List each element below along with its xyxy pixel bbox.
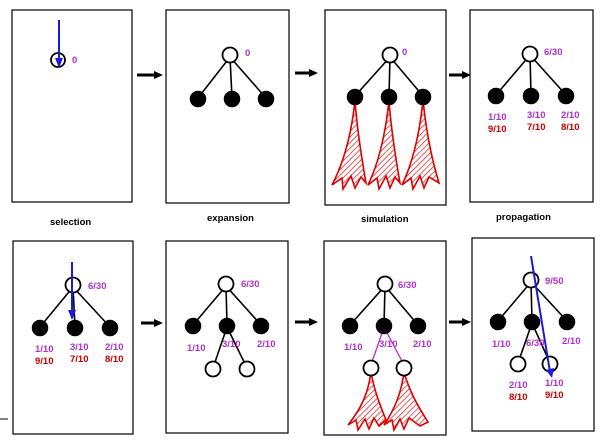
root-value-label: 6/30 — [544, 47, 563, 58]
panel-expansion: 0 — [165, 9, 290, 204]
simulation-rollout — [367, 99, 402, 192]
child-node — [218, 317, 236, 335]
step-arrow — [137, 71, 163, 79]
child-node — [489, 313, 507, 331]
child-value-label: 3/10 — [527, 110, 546, 121]
simulation-rollout — [347, 371, 387, 433]
root-value-label: 6/30 — [88, 281, 107, 292]
child-value-label: 1/10 — [488, 112, 507, 123]
child-value-label: 2/10 — [562, 336, 581, 347]
child-node — [189, 90, 207, 108]
child-node — [522, 87, 540, 105]
child-value-label: 3/10 — [379, 339, 398, 350]
step-label-expansion: expansion — [207, 213, 254, 224]
root-node — [221, 46, 239, 64]
panel-frame — [469, 9, 594, 203]
grandchild-value-label: 1/10 — [545, 378, 564, 389]
selection-arrowhead — [55, 58, 63, 68]
child-value-label: 1/10 — [492, 339, 511, 350]
child-node — [341, 317, 359, 335]
child-node — [101, 319, 119, 337]
child-value-label: 1/10 — [344, 342, 363, 353]
child-node — [557, 87, 575, 105]
step-arrow — [295, 318, 318, 326]
panel-propagation-2: 9/50 1/10 6/30 2/10 2/10 8/10 1/10 9/10 — [471, 237, 595, 432]
simulation-rollout — [383, 371, 430, 433]
panel-selection: 0 — [11, 9, 133, 203]
selection-arrow — [530, 255, 551, 373]
child-value-label: 3/10 — [222, 339, 241, 350]
child-win-label: 8/10 — [561, 122, 580, 133]
root-value-label: 0 — [245, 48, 250, 59]
child-value-label: 6/30 — [526, 338, 545, 349]
child-win-label: 7/10 — [527, 122, 546, 133]
selection-arrowhead — [68, 310, 76, 320]
child-node — [66, 319, 84, 337]
root-value-label: 6/30 — [398, 280, 417, 291]
child-win-label: 9/10 — [35, 356, 54, 367]
child-node — [487, 87, 505, 105]
root-node — [381, 46, 399, 64]
selection-arrowhead — [546, 368, 554, 378]
step-arrow — [295, 69, 318, 77]
root-value-label: 0 — [72, 55, 77, 66]
root-value-label: 9/50 — [545, 276, 564, 287]
panel-frame — [323, 240, 447, 436]
grandchild-win-label: 9/10 — [545, 390, 564, 401]
child-value-label: 3/10 — [70, 342, 89, 353]
grandchild-node — [238, 360, 256, 378]
child-node — [223, 90, 241, 108]
panel-selection-2: 6/30 1/10 9/10 3/10 7/10 2/10 8/10 — [12, 240, 134, 435]
step-arrow — [449, 318, 471, 326]
child-node — [414, 88, 432, 106]
panel-simulation: 0 — [324, 9, 447, 206]
step-label-simulation: simulation — [361, 214, 409, 225]
child-value-label: 2/10 — [413, 339, 432, 350]
simulation-rollout — [401, 99, 441, 192]
child-node — [257, 90, 275, 108]
simulation-rollout — [331, 99, 368, 192]
root-value-label: 6/30 — [241, 279, 260, 290]
child-value-label: 2/10 — [105, 342, 124, 353]
root-node — [521, 45, 539, 63]
child-value-label: 1/10 — [35, 344, 54, 355]
panel-expansion-2: 6/30 1/10 3/10 2/10 — [165, 240, 289, 434]
child-node — [375, 317, 393, 335]
root-node — [217, 275, 235, 293]
grandchild-node — [509, 355, 527, 373]
panel-frame — [11, 9, 133, 203]
panel-frame — [165, 240, 289, 434]
grandchild-node — [204, 360, 222, 378]
grandchild-node — [395, 359, 413, 377]
child-win-label: 8/10 — [105, 354, 124, 365]
child-win-label: 7/10 — [70, 354, 89, 365]
child-win-label: 9/10 — [488, 124, 507, 135]
child-node — [31, 319, 49, 337]
grandchild-node — [362, 359, 380, 377]
child-node — [252, 317, 270, 335]
child-node — [523, 313, 541, 331]
child-node — [409, 317, 427, 335]
step-arrow — [449, 71, 471, 79]
child-node — [558, 313, 576, 331]
root-value-label: 0 — [402, 47, 407, 58]
root-node — [376, 275, 394, 293]
panel-frame — [165, 9, 290, 204]
grandchild-win-label: 8/10 — [509, 392, 528, 403]
step-label-selection: selection — [50, 217, 91, 228]
step-label-propagation: propagation — [496, 212, 551, 223]
step-arrow — [141, 319, 163, 327]
grandchild-value-label: 2/10 — [509, 380, 528, 391]
child-node — [346, 88, 364, 106]
child-value-label: 2/10 — [561, 110, 580, 121]
child-value-label: 1/10 — [187, 343, 206, 354]
child-node — [380, 88, 398, 106]
child-value-label: 2/10 — [257, 339, 276, 350]
panel-propagation: 6/30 1/10 9/10 3/10 7/10 2/10 8/10 — [469, 9, 594, 203]
child-node — [184, 317, 202, 335]
panel-simulation-2: 6/30 1/10 3/10 2/10 — [323, 240, 447, 436]
